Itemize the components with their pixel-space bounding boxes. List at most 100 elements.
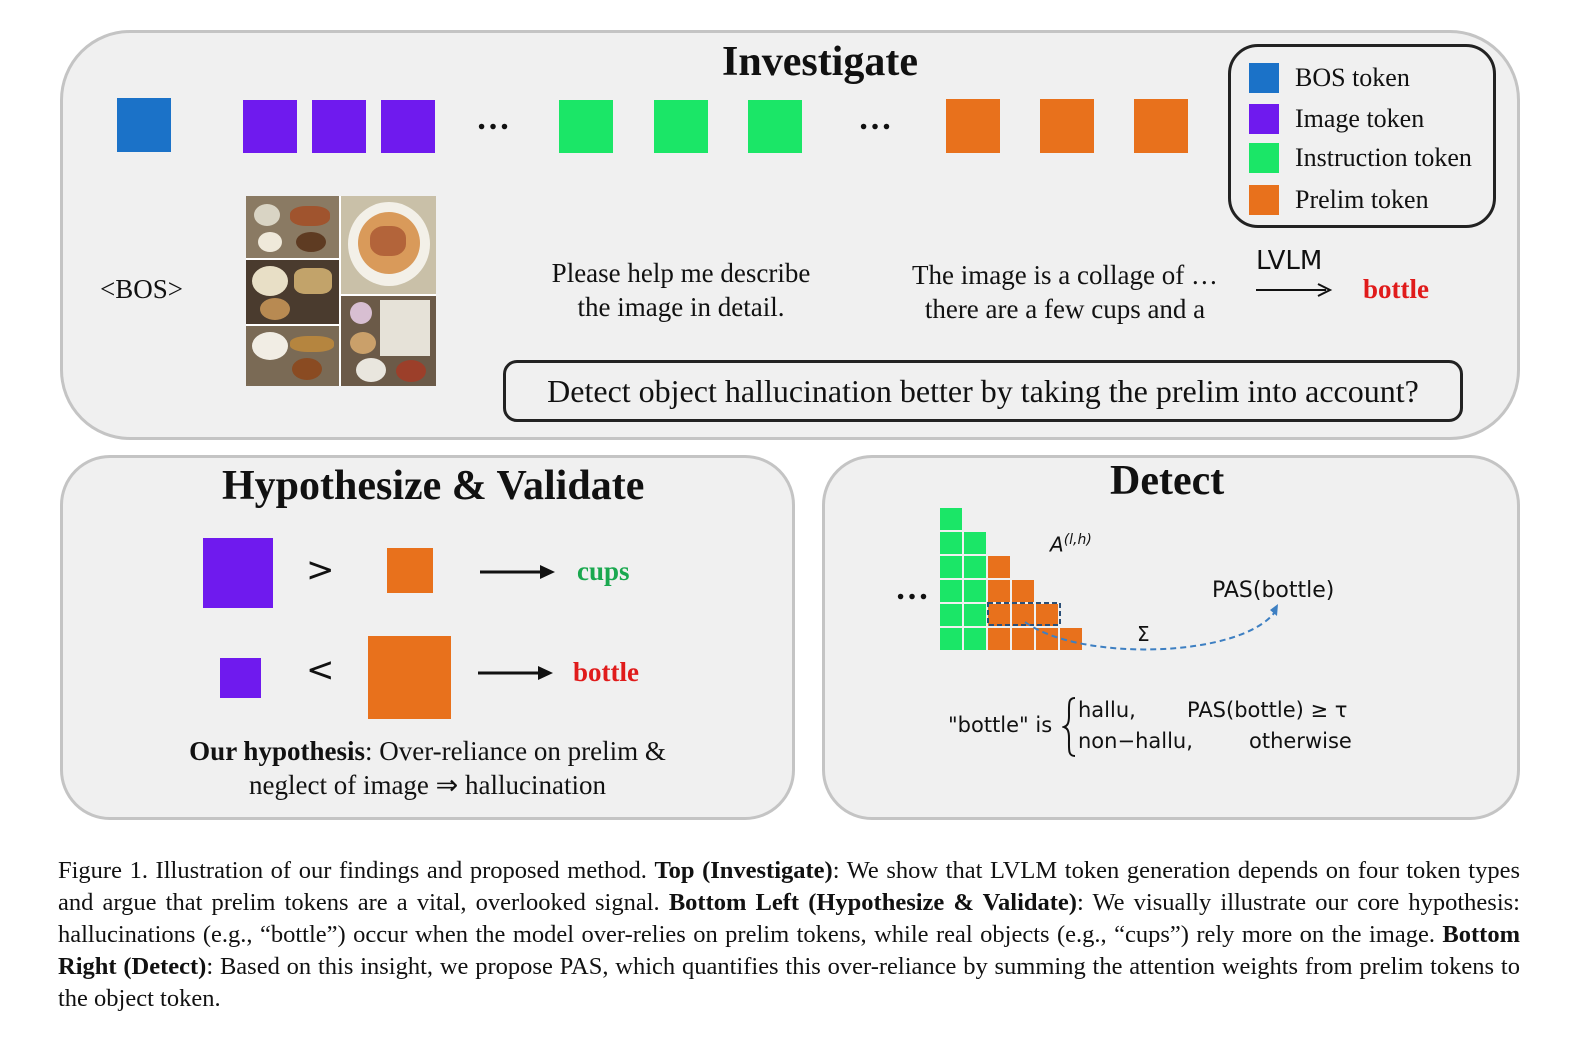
sum-symbol: Σ [1137, 622, 1150, 646]
hypothesis-line: neglect of image ⇒ hallucination [249, 770, 606, 800]
instruction-text: Please help me describe the image in det… [546, 256, 816, 324]
matrix-cell-prelim [1036, 604, 1058, 626]
instruction-line: Please help me describe [551, 258, 811, 288]
bos-token-square [117, 98, 171, 152]
prelim-token-square [1040, 99, 1094, 153]
prelim-token-small-square [387, 548, 433, 593]
instruction-token-square [748, 100, 802, 153]
image-token-large-square [203, 538, 273, 608]
image-token-square [243, 100, 297, 153]
prelim-token-large-square [368, 636, 451, 719]
legend-label: Instruction token [1295, 143, 1472, 172]
ellipsis: … [476, 100, 511, 137]
caption-lead: Figure 1. Illustration of our findings a… [58, 857, 655, 884]
matrix-cell-instruction [940, 532, 962, 554]
matrix-cell-instruction [964, 532, 986, 554]
legend-label: BOS token [1295, 63, 1410, 92]
caption-br-text: : Based on this insight, we propose PAS,… [58, 953, 1520, 1012]
investigate-title: Investigate [722, 39, 918, 85]
caption-bl-bold: Bottom Left (Hypothesize & Validate) [668, 889, 1077, 916]
matrix-cell-instruction [964, 604, 986, 626]
legend-item: Instruction token [1249, 142, 1472, 174]
food-collage-image [246, 196, 436, 386]
prelim-text: The image is a collage of … there are a … [905, 258, 1225, 326]
case2-condition: otherwise [1249, 729, 1352, 753]
matrix-cell-instruction [940, 508, 962, 530]
word-bottle: bottle [573, 657, 639, 687]
matrix-cell-instruction [940, 628, 962, 650]
legend-swatch [1249, 63, 1279, 93]
arrow-to-bottle [478, 666, 553, 680]
caption-br-bold: Bottom Right (Detect) [58, 921, 1520, 980]
prelim-token-square [946, 99, 1000, 153]
prelim-selection-box [987, 602, 1061, 626]
matrix-cell-instruction [940, 580, 962, 602]
less-than-operator: < [306, 650, 335, 690]
question-box: Detect object hallucination better by ta… [503, 360, 1463, 422]
case1-label: hallu, [1078, 698, 1136, 722]
matrix-cell-prelim [1036, 628, 1058, 650]
hypothesize-title: Hypothesize & Validate [222, 463, 645, 509]
ellipsis: … [895, 570, 930, 607]
hypothesis-bold: Our hypothesis [189, 736, 365, 766]
prelim-line: The image is a collage of … [912, 260, 1218, 290]
caption-top-bold: Top (Investigate) [654, 857, 833, 884]
matrix-label-base: A [1050, 532, 1064, 557]
matrix-cell-prelim [988, 556, 1010, 578]
bos-label: <BOS> [100, 274, 183, 304]
detect-panel [822, 455, 1520, 820]
matrix-cell-instruction [940, 604, 962, 626]
image-token-small-square [220, 658, 261, 698]
legend-swatch [1249, 104, 1279, 134]
prelim-token-square [1134, 99, 1188, 153]
image-token-square [312, 100, 366, 153]
legend-swatch [1249, 185, 1279, 215]
hypothesis-line: Our hypothesis: Over-reliance on prelim … [70, 734, 785, 768]
caption-top-text: : We show that LVLM token generation dep… [58, 857, 1520, 916]
greater-than-operator: > [306, 550, 335, 590]
ellipsis: … [858, 100, 893, 137]
lvlm-label: LVLM [1256, 246, 1323, 276]
matrix-cell-prelim [988, 628, 1010, 650]
instruction-token-square [654, 100, 708, 153]
matrix-cell-prelim [988, 604, 1010, 626]
arrow-to-cups [480, 565, 555, 579]
legend-item: BOS token [1249, 62, 1410, 94]
matrix-cell-instruction [940, 556, 962, 578]
cases-brace [1062, 697, 1076, 757]
instruction-line: the image in detail. [577, 292, 785, 322]
prelim-line: there are a few cups and a [924, 294, 1206, 324]
matrix-cell-prelim [1060, 628, 1082, 650]
legend-label: Prelim token [1295, 185, 1429, 214]
sum-arrow [1024, 604, 1278, 651]
case2-label: non−hallu, [1078, 729, 1193, 753]
matrix-label: A(l,h) [1050, 532, 1092, 557]
output-word-bottle: bottle [1363, 274, 1429, 304]
matrix-cell-prelim [1012, 604, 1034, 626]
legend-item: Prelim token [1249, 184, 1429, 216]
lvlm-arrow [1256, 283, 1333, 297]
detect-title: Detect [1110, 458, 1225, 504]
hypothesis-rest: : Over-reliance on prelim & [364, 736, 666, 766]
matrix-cell-instruction [964, 580, 986, 602]
matrix-label-sup: (l,h) [1063, 532, 1092, 548]
case1-condition: PAS(bottle) ≥ τ [1187, 698, 1348, 722]
rule-subject: "bottle" is [948, 713, 1053, 737]
legend-item: Image token [1249, 103, 1424, 135]
image-token-square [381, 100, 435, 153]
pas-label: PAS(bottle) [1212, 578, 1335, 603]
token-legend: BOS token Image token Instruction token … [1228, 44, 1496, 228]
caption-bl-text: : We visually illustrate our core hypoth… [58, 889, 1520, 948]
attention-matrix [940, 508, 1082, 650]
figure-caption: Figure 1. Illustration of our findings a… [58, 855, 1520, 1015]
matrix-cell-instruction [964, 628, 986, 650]
instruction-token-square [559, 100, 613, 153]
matrix-cell-instruction [964, 556, 986, 578]
word-cups: cups [577, 556, 630, 586]
matrix-cell-prelim [1012, 580, 1034, 602]
legend-label: Image token [1295, 104, 1425, 133]
matrix-cell-prelim [988, 580, 1010, 602]
legend-swatch [1249, 143, 1279, 173]
hypothesis-text: Our hypothesis: Over-reliance on prelim … [70, 734, 785, 802]
matrix-cell-prelim [1012, 628, 1034, 650]
